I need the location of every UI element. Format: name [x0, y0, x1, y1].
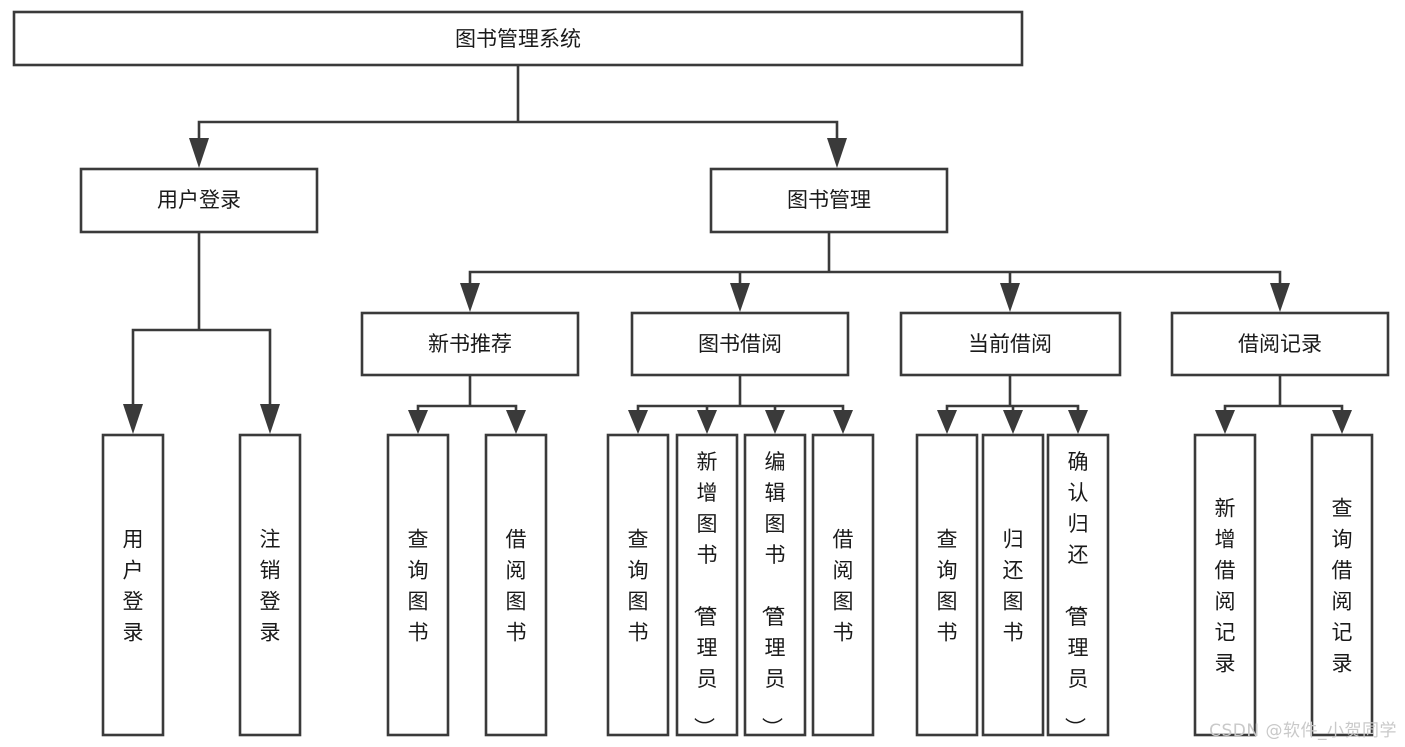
- watermark-text: CSDN @软件_小贺同学: [1209, 721, 1397, 741]
- arrowhead-leaf-logout: [260, 404, 280, 434]
- leaf-node[interactable]: 查询图书: [915, 433, 979, 737]
- leaf-node-box[interactable]: [606, 433, 670, 737]
- leaf-node-box[interactable]: [915, 433, 979, 737]
- leaf-node[interactable]: 查询图书: [386, 433, 450, 737]
- leaf-node[interactable]: 借阅图书: [484, 433, 548, 737]
- leaf-node-box[interactable]: [1310, 433, 1374, 737]
- leaf-node-box[interactable]: [101, 433, 165, 737]
- connector-bookborrow-to-leaves: [636, 373, 845, 414]
- connector-layer: [123, 63, 1352, 434]
- arrowhead-leaf-borrow-book-2: [833, 410, 853, 434]
- node-borrow-record-box[interactable]: [1170, 311, 1390, 377]
- leaf-node-label: 新增借阅记录: [1215, 497, 1236, 676]
- connector-currentborrow-to-leaves: [945, 373, 1080, 414]
- arrowhead-leaf-query-record: [1332, 410, 1352, 434]
- node-user-login-box[interactable]: [79, 167, 319, 234]
- arrowhead-leaf-borrow-book-1: [506, 410, 526, 434]
- connector-root-to-level2: [197, 63, 839, 142]
- leaf-node-label: 用户登录: [123, 528, 144, 645]
- node-book-borrow[interactable]: 图书借阅: [630, 311, 850, 377]
- arrowhead-leaf-query-book-2: [628, 410, 648, 434]
- leaf-node-box[interactable]: [238, 433, 302, 737]
- leaf-node-box[interactable]: [1193, 433, 1257, 737]
- leaf-node-label: 新增图书（管理员）: [692, 450, 718, 738]
- arrowhead-leaf-edit-book: [765, 410, 785, 434]
- node-new-book-recommend[interactable]: 新书推荐: [360, 311, 580, 377]
- node-new-book-recommend-label: 新书推荐: [428, 332, 512, 356]
- node-root-label: 图书管理系统: [455, 27, 581, 51]
- leaf-node[interactable]: 确认归还（管理员）: [1046, 433, 1110, 738]
- node-borrow-record[interactable]: 借阅记录: [1170, 311, 1390, 377]
- arrowhead-leaf-query-book-1: [408, 410, 428, 434]
- leaf-node-box[interactable]: [484, 433, 548, 737]
- node-book-management-box[interactable]: [709, 167, 949, 234]
- leaf-node-label: 注销登录: [260, 528, 281, 645]
- leaf-node[interactable]: 用户登录: [101, 433, 165, 737]
- leaf-node-label: 借阅图书: [506, 528, 527, 645]
- arrowhead-leaf-add-record: [1215, 410, 1235, 434]
- node-book-borrow-box[interactable]: [630, 311, 850, 377]
- node-current-borrow[interactable]: 当前借阅: [899, 311, 1122, 377]
- connector-borrowrecord-to-leaves: [1223, 373, 1344, 414]
- leaf-node-box[interactable]: [981, 433, 1045, 737]
- node-root[interactable]: 图书管理系统: [12, 10, 1024, 67]
- leaf-node-label: 编辑图书（管理员）: [760, 450, 786, 738]
- leaf-node-label: 查询图书: [408, 528, 429, 645]
- connector-bookmgmt-to-level3: [468, 230, 1282, 287]
- arrowhead-leaf-add-book: [697, 410, 717, 434]
- arrowhead-to-new-book-recommend: [460, 283, 480, 312]
- connector-newbook-to-leaves: [416, 373, 518, 414]
- leaf-node-box[interactable]: [1046, 433, 1110, 737]
- arrowhead-to-book-management: [827, 138, 847, 168]
- leaf-node[interactable]: 查询图书: [606, 433, 670, 737]
- leaf-node[interactable]: 归还图书: [981, 433, 1045, 737]
- arrowhead-to-current-borrow: [1000, 283, 1020, 312]
- node-new-book-recommend-box[interactable]: [360, 311, 580, 377]
- leaf-node[interactable]: 注销登录: [238, 433, 302, 737]
- connector-userlogin-to-leaves: [131, 230, 272, 408]
- node-book-management-label: 图书管理: [787, 188, 871, 212]
- node-current-borrow-box[interactable]: [899, 311, 1122, 377]
- arrowhead-leaf-user-login: [123, 404, 143, 434]
- arrowhead-to-book-borrow: [730, 283, 750, 312]
- node-user-login-label: 用户登录: [157, 188, 241, 212]
- arrowhead-leaf-query-book-3: [937, 410, 957, 434]
- leaf-node[interactable]: 新增图书（管理员）: [675, 433, 739, 738]
- leaf-node-box[interactable]: [675, 433, 739, 737]
- leaf-node-label: 查询借阅记录: [1332, 497, 1353, 676]
- node-book-borrow-label: 图书借阅: [698, 332, 782, 356]
- node-user-login[interactable]: 用户登录: [79, 167, 319, 234]
- leaf-node[interactable]: 新增借阅记录: [1193, 433, 1257, 737]
- leaf-node-box[interactable]: [743, 433, 807, 737]
- leaf-node-label: 查询图书: [937, 528, 958, 645]
- leaf-node-box[interactable]: [811, 433, 875, 737]
- leaf-node-layer: 用户登录 注销登录 查询图书 借阅图书 查询图书 新增图书（管理员） 编辑图书（管理员） 借阅…: [101, 433, 1374, 738]
- arrowhead-leaf-return-book: [1003, 410, 1023, 434]
- leaf-node[interactable]: 查询借阅记录: [1310, 433, 1374, 737]
- node-root-box[interactable]: [12, 10, 1024, 67]
- node-book-management[interactable]: 图书管理: [709, 167, 949, 234]
- leaf-node-label: 确认归还（管理员）: [1063, 450, 1089, 738]
- node-current-borrow-label: 当前借阅: [968, 332, 1052, 356]
- leaf-node-label: 查询图书: [628, 528, 649, 645]
- leaf-node[interactable]: 编辑图书（管理员）: [743, 433, 807, 738]
- leaf-node-label: 借阅图书: [833, 528, 854, 645]
- node-borrow-record-label: 借阅记录: [1238, 332, 1322, 356]
- arrowhead-to-user-login: [189, 138, 209, 168]
- arrowhead-to-borrow-record: [1270, 283, 1290, 312]
- leaf-node-label: 归还图书: [1003, 528, 1024, 645]
- arrowhead-leaf-confirm-return: [1068, 410, 1088, 434]
- leaf-node-box[interactable]: [386, 433, 450, 737]
- leaf-node[interactable]: 借阅图书: [811, 433, 875, 737]
